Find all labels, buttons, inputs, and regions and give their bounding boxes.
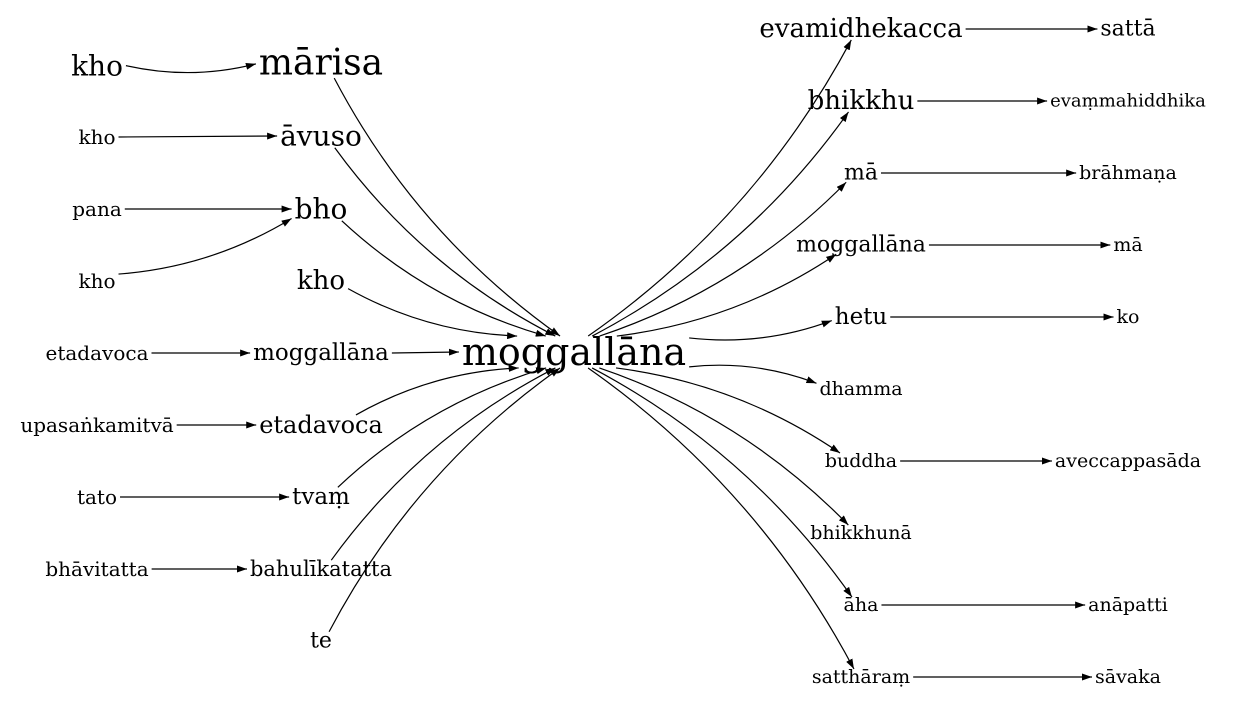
graph-node-center: moggallāna (462, 330, 686, 374)
graph-node-moggallana-l: moggallāna (253, 340, 389, 366)
graph-node-evammahiddhika: evaṃmahiddhika (1050, 91, 1206, 112)
graph-node-marisa: mārisa (259, 43, 383, 84)
graph-node-evamidhekacca: evamidhekacca (759, 14, 962, 44)
graph-node-hetu: hetu (835, 304, 887, 330)
graph-edge-center-to-bhikkhuna (599, 367, 849, 526)
graph-node-kho-d: kho (78, 269, 115, 293)
graph-edge-center-to-hetu (689, 320, 832, 341)
graph-node-avuso: āvuso (280, 120, 362, 153)
graph-node-kho-b: kho (78, 125, 115, 149)
graph-edge-kho-a-to-marisa (125, 62, 257, 74)
graph-node-ma-b: mā (1113, 234, 1142, 256)
graph-node-savaka: sāvaka (1095, 666, 1161, 688)
graph-node-buddha: buddha (825, 450, 897, 472)
graph-node-pana: pana (72, 197, 122, 221)
graph-edge-kho-b-to-avuso (118, 132, 278, 140)
graph-node-ma-a: mā (844, 161, 878, 186)
graph-edge-etadavoca-b-to-center (355, 364, 519, 416)
graph-node-etadavoca-b: etadavoca (259, 411, 383, 439)
graph-node-bho: bho (295, 193, 348, 226)
graph-edge-te-to-center (328, 367, 561, 633)
graph-edge-center-to-bhikkhu (591, 111, 850, 337)
graph-edge-moggallana-l-to-center (391, 348, 459, 356)
graph-node-bahulikatatta: bahulīkatatta (250, 557, 392, 581)
graph-edge-kho-c-to-center (347, 288, 518, 340)
graph-edge-bho-to-center (341, 220, 546, 337)
graph-node-brahmana: brāhmaṇa (1079, 162, 1177, 184)
graph-node-kho-c: kho (297, 266, 345, 296)
edge-layer (118, 25, 1114, 681)
graph-node-dhamma: dhamma (819, 378, 902, 400)
graph-node-sattharam: satthāraṃ (812, 666, 910, 688)
graph-edge-marisa-to-center (333, 77, 561, 337)
graph-node-etadavoca-a: etadavoca (46, 341, 149, 365)
graph-node-bhikkhuna: bhikkhunā (810, 522, 912, 544)
graph-node-satta: sattā (1100, 17, 1155, 42)
graph-edge-center-to-moggallana-r (616, 253, 837, 337)
graph-edge-center-to-buddha (615, 367, 841, 454)
graph-edge-bahulikatatta-to-center (330, 367, 556, 561)
graph-node-bhavitatta: bhāvitatta (45, 557, 148, 581)
graph-edge-avuso-to-center (334, 147, 556, 337)
graph-node-upasankamitva: upasaṅkamitvā (20, 413, 173, 437)
graph-edge-tvam-to-center (337, 367, 547, 488)
graph-edge-center-to-ma-a (599, 181, 847, 337)
graph-node-moggallana-r: moggallāna (796, 233, 926, 258)
graph-edge-center-to-sattharam (587, 367, 855, 670)
graph-edge-center-to-dhamma (689, 364, 817, 384)
graph-edge-kho-d-to-bho (118, 217, 292, 275)
graph-node-tato: tato (77, 485, 117, 509)
node-layer: moggallāna kho mārisa kho āvuso pana bho kho kho… (20, 14, 1206, 688)
graph-node-ko: ko (1117, 306, 1140, 328)
graph-node-te: te (310, 629, 332, 654)
graph-node-anapatti: anāpatti (1088, 594, 1168, 616)
graph-node-tvam: tvaṃ (292, 484, 350, 510)
graph-node-aha: āha (844, 594, 879, 616)
graph-node-kho-a: kho (71, 50, 123, 83)
graph-edge-center-to-evamidhekacca (587, 39, 852, 337)
graph-edge-center-to-aha (591, 367, 853, 598)
graph-node-bhikkhu: bhikkhu (808, 86, 915, 116)
graph-node-aveccappasada: aveccappasāda (1055, 450, 1201, 472)
